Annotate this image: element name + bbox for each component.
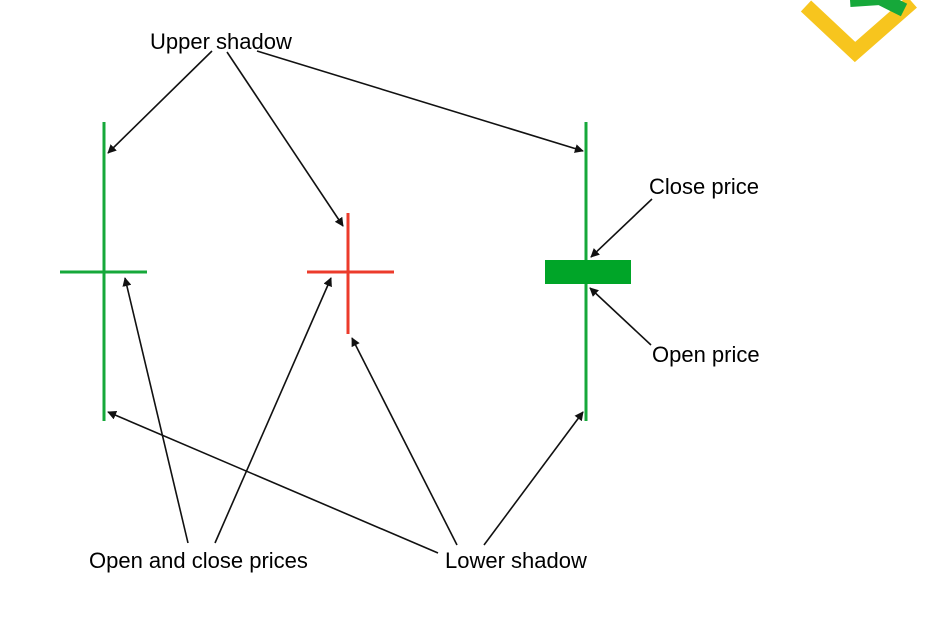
arrow-open-price — [589, 287, 652, 346]
brand-logo-icon — [800, 0, 917, 63]
open-and-close-prices-label: Open and close prices — [89, 548, 308, 573]
arrow-close-price — [590, 198, 653, 258]
arrow-lower-shadow-3 — [483, 411, 584, 546]
open-price-label: Open price — [652, 342, 760, 367]
close-price-label: Close price — [649, 174, 760, 199]
arrow-upper-shadow-3 — [256, 50, 584, 153]
annotation-arrows — [107, 50, 653, 554]
red-doji-candle — [307, 213, 394, 334]
upper-shadow-label: Upper shadow — [150, 29, 292, 54]
arrow-open-close-1 — [122, 277, 189, 544]
green-doji-candle — [60, 122, 147, 421]
bullish-candle — [545, 122, 631, 421]
arrow-lower-shadow-1 — [107, 411, 439, 554]
arrow-open-close-2 — [214, 277, 332, 544]
arrow-upper-shadow-1 — [107, 50, 213, 154]
lower-shadow-label: Lower shadow — [445, 548, 587, 573]
arrow-lower-shadow-2 — [351, 337, 458, 546]
arrow-upper-shadow-2 — [226, 51, 344, 227]
bullish-candle-body — [545, 260, 631, 284]
